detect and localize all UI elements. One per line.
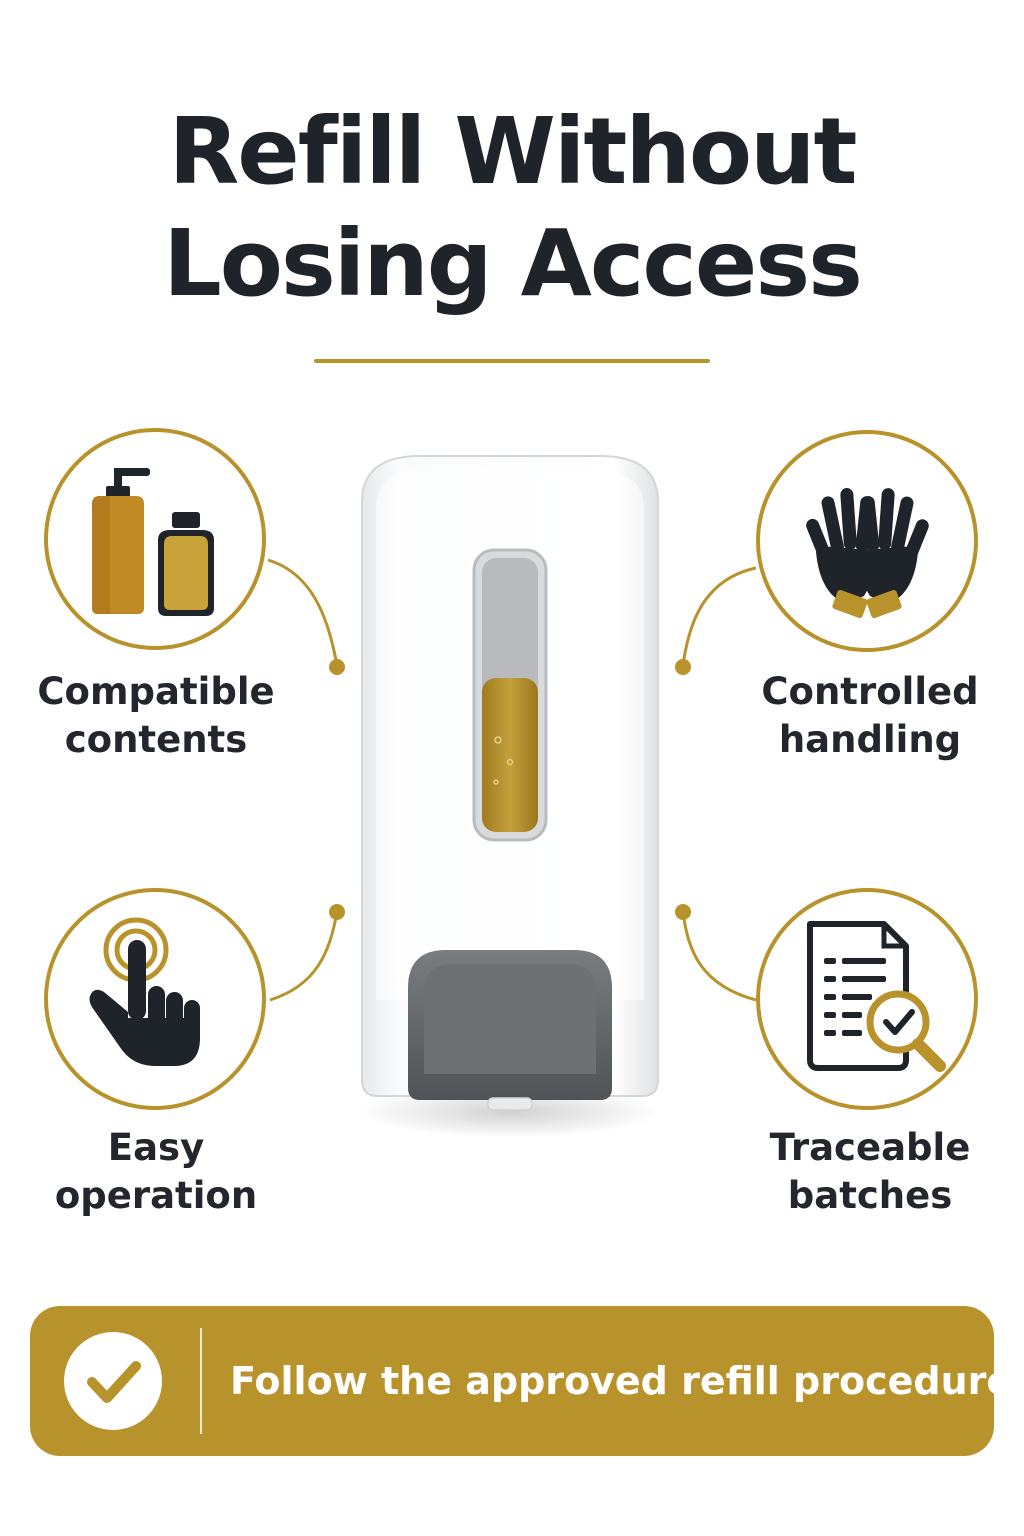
feature-easy-circle (44, 888, 266, 1110)
connector-dot (329, 904, 345, 920)
title-line-1: Refill Without (168, 98, 857, 205)
title-underline (314, 359, 710, 363)
feature-controlled-label: Controlled handling (761, 670, 979, 761)
feature-compatible-circle (44, 428, 266, 650)
bottles-icon (92, 468, 214, 616)
page-title: Refill Without Losing Access (0, 96, 1024, 320)
feature-traceable-label: Traceable batches (769, 1126, 971, 1217)
gloved-hands-icon (806, 488, 929, 619)
feature-controlled-circle (756, 430, 978, 652)
feature-easy-label: Easy operation (54, 1126, 258, 1217)
connector-dot (675, 659, 691, 675)
document-magnifier-check-icon (807, 921, 946, 1072)
banner-text: Follow the approved refill procedure (230, 1359, 1013, 1403)
connector-controlled (681, 566, 757, 666)
soap-dispenser-illustration (360, 455, 660, 1138)
procedure-banner: Follow the approved refill procedure (30, 1306, 1013, 1456)
connector-dot (329, 659, 345, 675)
feature-traceable-circle (756, 888, 978, 1110)
connector-traceable (681, 911, 757, 1002)
title-line-2: Losing Access (163, 210, 863, 317)
checkmark-icon (64, 1332, 162, 1430)
connector-easy (269, 911, 339, 1002)
connector-dot (675, 904, 691, 920)
tap-hand-icon (89, 917, 200, 1066)
feature-compatible-label: Compatible contents (37, 670, 275, 761)
banner-divider (200, 1328, 202, 1434)
connector-compatible (267, 558, 339, 666)
